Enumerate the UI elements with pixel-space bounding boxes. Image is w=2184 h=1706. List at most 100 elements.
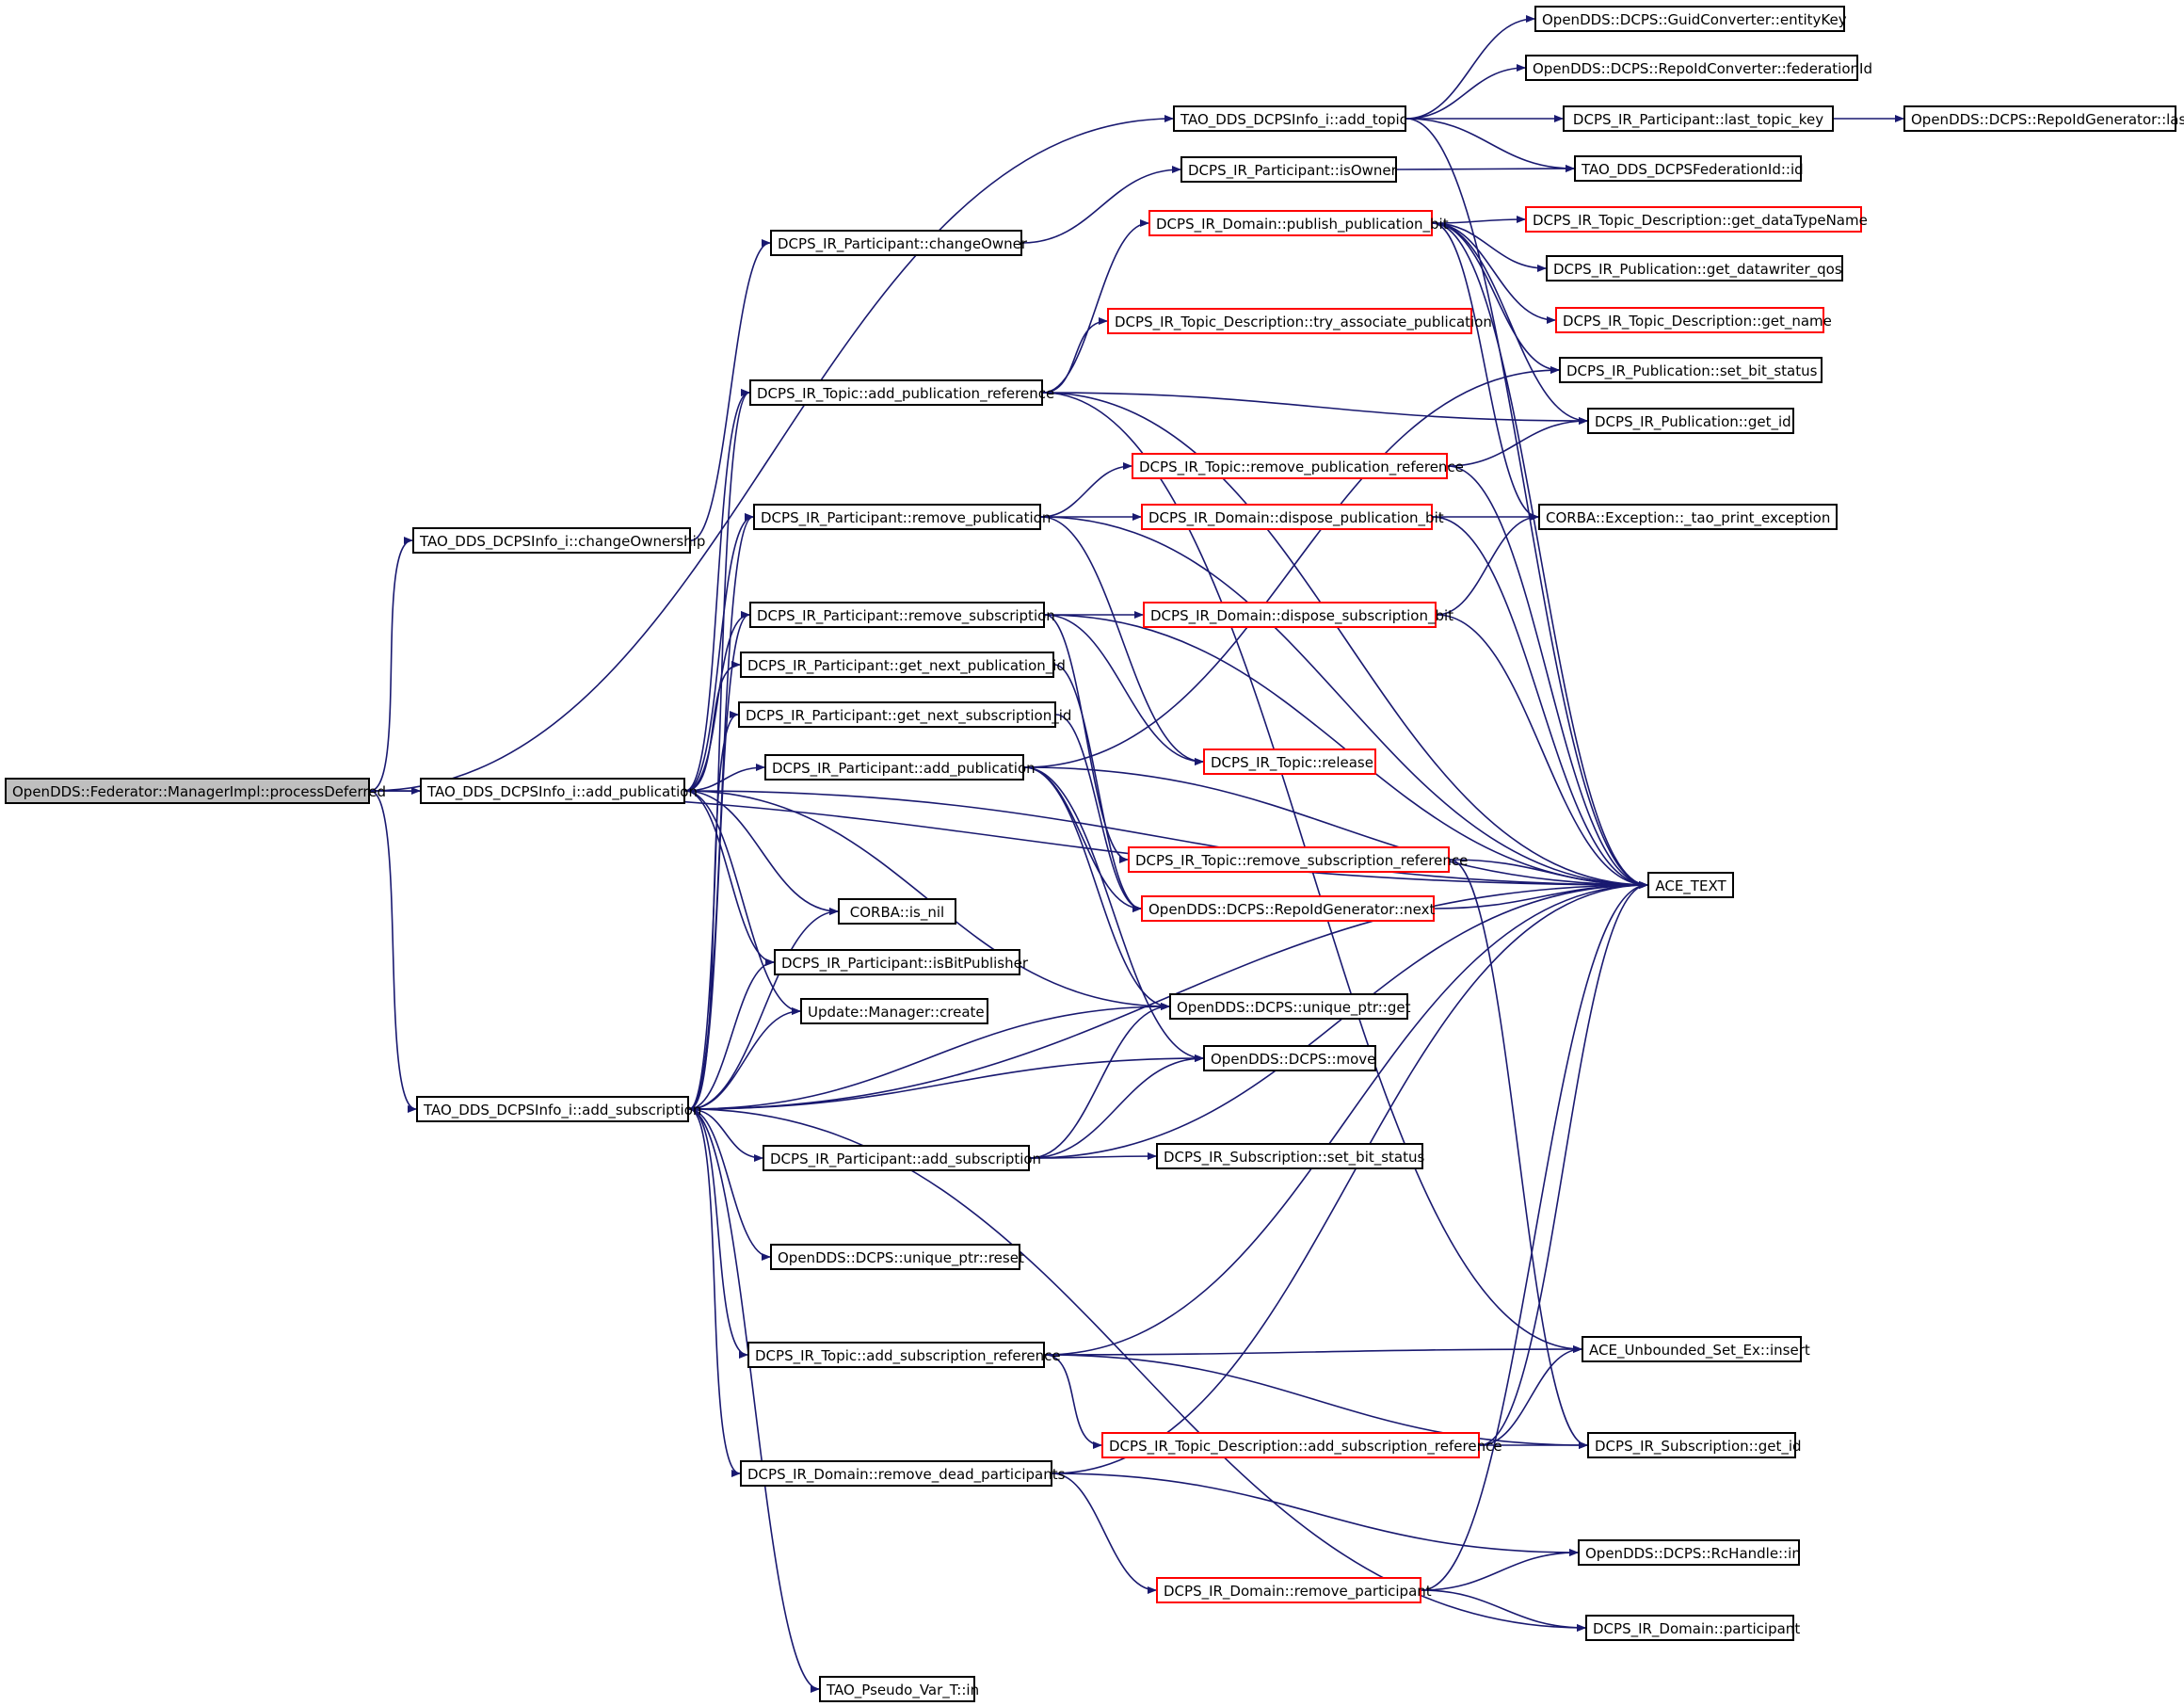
- edge-remove_publication-to-topic_release: [1040, 516, 1204, 765]
- node-processdeferred[interactable]: OpenDDS::Federator::ManagerImpl::process…: [5, 778, 386, 804]
- node-get-next-subscription-id[interactable]: DCPS_IR_Participant::get_next_subscripti…: [738, 701, 1071, 728]
- node-unique-ptr-reset[interactable]: OpenDDS::DCPS::unique_ptr::reset: [770, 1244, 1024, 1270]
- node-dcps-move[interactable]: OpenDDS::DCPS::move: [1203, 1045, 1376, 1071]
- edge-info_add_publication-to-part_add_publication: [684, 764, 765, 792]
- node-get-next-publication-id[interactable]: DCPS_IR_Participant::get_next_publicatio…: [740, 652, 1066, 678]
- node-manager-create[interactable]: Update::Manager::create: [800, 998, 988, 1024]
- edge-info_add_subscription-to-unique_ptr_get: [688, 1003, 1170, 1110]
- edge-change_owner-to-is_owner: [1021, 166, 1181, 244]
- node-topic-add-subscription-reference[interactable]: DCPS_IR_Topic::add_subscription_referenc…: [747, 1342, 1061, 1368]
- edge-info_add_subscription-to-get_next_subscription_id: [688, 711, 739, 1110]
- node-try-associate-publication[interactable]: DCPS_IR_Topic_Description::try_associate…: [1107, 308, 1492, 334]
- edge-remove_publication-to-ace_text: [1040, 516, 1648, 889]
- edge-info_add_subscription-to-is_nil: [688, 908, 839, 1110]
- edge-remove_publication_reference-to-ace_text: [1447, 465, 1648, 889]
- node-federation-id-id[interactable]: TAO_DDS_DCPSFederationId::id: [1574, 155, 1804, 182]
- edge-info_add_subscription-to-part_add_subscription: [688, 1108, 763, 1162]
- edge-add_topic-to-entity_key: [1405, 15, 1535, 120]
- node-publication-get-id[interactable]: DCPS_IR_Publication::get_id: [1587, 408, 1794, 434]
- node-rchandle-in[interactable]: OpenDDS::DCPS::RcHandle::in: [1578, 1539, 1801, 1566]
- edge-change_ownership-to-change_owner: [690, 239, 771, 541]
- node-subscription-get-id[interactable]: DCPS_IR_Subscription::get_id: [1587, 1432, 1802, 1458]
- edge-remove_participant-to-domain_participant: [1421, 1589, 1586, 1632]
- node-tao-print-exception[interactable]: CORBA::Exception::_tao_print_exception: [1538, 504, 1838, 530]
- edge-remove_participant-to-rchandle_in: [1421, 1549, 1579, 1591]
- node-remove-subscription[interactable]: DCPS_IR_Participant::remove_subscription: [749, 602, 1055, 628]
- edge-info_add_subscription-to-domain_participant: [688, 1108, 1586, 1632]
- node-is-owner[interactable]: DCPS_IR_Participant::isOwner: [1180, 156, 1397, 183]
- node-remove-publication-reference[interactable]: DCPS_IR_Topic::remove_publication_refere…: [1132, 453, 1464, 479]
- edge-add_publication_reference-to-pub_get_id: [1042, 392, 1588, 425]
- edge-info_add_subscription-to-remove_dead_participants: [688, 1108, 741, 1477]
- edge-publish_publication_bit-to-get_data_type_name: [1432, 216, 1526, 224]
- node-dispose-publication-bit[interactable]: DCPS_IR_Domain::dispose_publication_bit: [1141, 504, 1444, 530]
- node-info-add-subscription[interactable]: TAO_DDS_DCPSInfo_i::add_subscription: [416, 1096, 701, 1122]
- edge-info_add_publication-to-add_publication_reference: [684, 389, 750, 792]
- edge-add_publication_reference-to-try_associate_publication: [1042, 317, 1108, 394]
- node-federation-id[interactable]: OpenDDS::DCPS::RepoIdConverter::federati…: [1525, 55, 1872, 81]
- node-ace-text[interactable]: ACE_TEXT: [1647, 872, 1734, 898]
- node-pseudo-var-in[interactable]: TAO_Pseudo_Var_T::in: [819, 1676, 979, 1702]
- node-participant-add-subscription[interactable]: DCPS_IR_Participant::add_subscription: [763, 1145, 1041, 1171]
- edge-publish_publication_bit-to-get_datawriter_qos: [1432, 222, 1547, 272]
- edge-remove_publication_reference-to-pub_get_id: [1447, 417, 1588, 467]
- node-domain-participant[interactable]: DCPS_IR_Domain::participant: [1585, 1615, 1800, 1641]
- node-generator-next[interactable]: OpenDDS::DCPS::RepoIdGenerator::next: [1141, 895, 1435, 922]
- edge-remove_subscription-to-remove_subscription_reference: [1044, 614, 1129, 863]
- edge-part_add_subscription-to-unique_ptr_get: [1029, 1003, 1170, 1159]
- node-remove-subscription-reference[interactable]: DCPS_IR_Topic::remove_subscription_refer…: [1128, 846, 1468, 873]
- node-dispose-subscription-bit[interactable]: DCPS_IR_Domain::dispose_subscription_bit: [1143, 602, 1453, 628]
- edge-remove_participant-to-ace_text: [1421, 881, 1648, 1591]
- node-add-publication-reference[interactable]: DCPS_IR_Topic::add_publication_reference: [749, 379, 1054, 406]
- edge-dispose_subscription_bit-to-tao_print_exception: [1436, 513, 1539, 616]
- node-topic-release[interactable]: DCPS_IR_Topic::release: [1203, 748, 1376, 775]
- node-publish-publication-bit[interactable]: DCPS_IR_Domain::publish_publication_bit: [1148, 210, 1449, 236]
- edge-info_add_subscription-to-ace_text: [688, 881, 1648, 1110]
- node-participant-add-publication[interactable]: DCPS_IR_Participant::add_publication: [764, 754, 1036, 781]
- edge-part_add_publication-to-pub_set_bit_status: [1023, 366, 1560, 768]
- edge-info_add_subscription-to-manager_create: [688, 1007, 801, 1110]
- edge-root-to-info_add_subscription: [369, 790, 417, 1113]
- edge-info_add_subscription-to-add_publication_reference: [688, 389, 750, 1110]
- node-remove-dead-participants[interactable]: DCPS_IR_Domain::remove_dead_participants: [740, 1460, 1065, 1487]
- node-get-datawriter-qos[interactable]: DCPS_IR_Publication::get_datawriter_qos: [1546, 255, 1843, 282]
- node-description-add-subscription-reference[interactable]: DCPS_IR_Topic_Description::add_subscript…: [1101, 1432, 1502, 1458]
- node-is-nil[interactable]: CORBA::is_nil: [838, 898, 956, 925]
- edge-part_add_publication-to-unique_ptr_get: [1023, 766, 1170, 1010]
- edge-part_add_publication-to-generator_next: [1023, 766, 1142, 912]
- edge-add_publication_reference-to-publish_publication_bit: [1042, 219, 1149, 394]
- node-add-topic[interactable]: TAO_DDS_DCPSInfo_i::add_topic: [1173, 105, 1407, 132]
- edge-info_add_publication-to-is_nil: [684, 790, 839, 915]
- node-subscription-set-bit-status[interactable]: DCPS_IR_Subscription::set_bit_status: [1156, 1143, 1424, 1169]
- edge-info_add_publication-to-is_bit_publisher: [684, 790, 775, 966]
- edge-remove_subscription_reference-to-ace_text: [1449, 859, 1648, 889]
- edge-dispose_publication_bit-to-ace_text: [1432, 516, 1648, 889]
- edge-info_add_publication-to-manager_create: [684, 790, 801, 1015]
- node-unique-ptr-get[interactable]: OpenDDS::DCPS::unique_ptr::get: [1169, 993, 1410, 1020]
- edge-remove_subscription-to-topic_release: [1044, 614, 1204, 765]
- edge-part_add_subscription-to-dcps_move: [1029, 1054, 1204, 1159]
- node-publication-set-bit-status[interactable]: DCPS_IR_Publication::set_bit_status: [1559, 357, 1823, 383]
- edge-desc_add_subscription_reference-to-ace_text: [1479, 881, 1648, 1446]
- node-is-bit-publisher[interactable]: DCPS_IR_Participant::isBitPublisher: [774, 949, 1028, 975]
- node-unbounded-set-insert[interactable]: ACE_Unbounded_Set_Ex::insert: [1582, 1336, 1810, 1362]
- node-info-add-publication[interactable]: TAO_DDS_DCPSInfo_i::add_publication: [420, 778, 698, 804]
- edge-info_add_subscription-to-pseudo_var_in: [688, 1108, 820, 1693]
- node-get-name[interactable]: DCPS_IR_Topic_Description::get_name: [1555, 307, 1832, 333]
- node-remove-participant[interactable]: DCPS_IR_Domain::remove_participant: [1156, 1577, 1432, 1603]
- node-generator-last[interactable]: OpenDDS::DCPS::RepoIdGenerator::last: [1903, 105, 2184, 132]
- edge-publish_publication_bit-to-ace_text: [1432, 222, 1648, 889]
- node-get-datatypename[interactable]: DCPS_IR_Topic_Description::get_dataTypeN…: [1525, 206, 1868, 233]
- edge-info_add_subscription-to-unique_ptr_reset: [688, 1108, 771, 1261]
- node-change-owner[interactable]: DCPS_IR_Participant::changeOwner: [770, 230, 1027, 256]
- edge-info_add_publication-to-remove_publication: [684, 513, 754, 792]
- edge-dispose_subscription_bit-to-ace_text: [1436, 614, 1648, 889]
- node-change-ownership[interactable]: TAO_DDS_DCPSInfo_i::changeOwnership: [412, 527, 705, 554]
- edge-publish_publication_bit-to-tao_print_exception: [1432, 222, 1539, 521]
- edge-topic_add_subscription_reference-to-desc_add_subscription_reference: [1044, 1354, 1102, 1449]
- node-entity-key[interactable]: OpenDDS::DCPS::GuidConverter::entityKey: [1534, 6, 1847, 32]
- edge-root-to-change_ownership: [369, 537, 413, 792]
- node-remove-publication[interactable]: DCPS_IR_Participant::remove_publication: [753, 504, 1051, 530]
- node-last-topic-key[interactable]: DCPS_IR_Participant::last_topic_key: [1563, 105, 1834, 132]
